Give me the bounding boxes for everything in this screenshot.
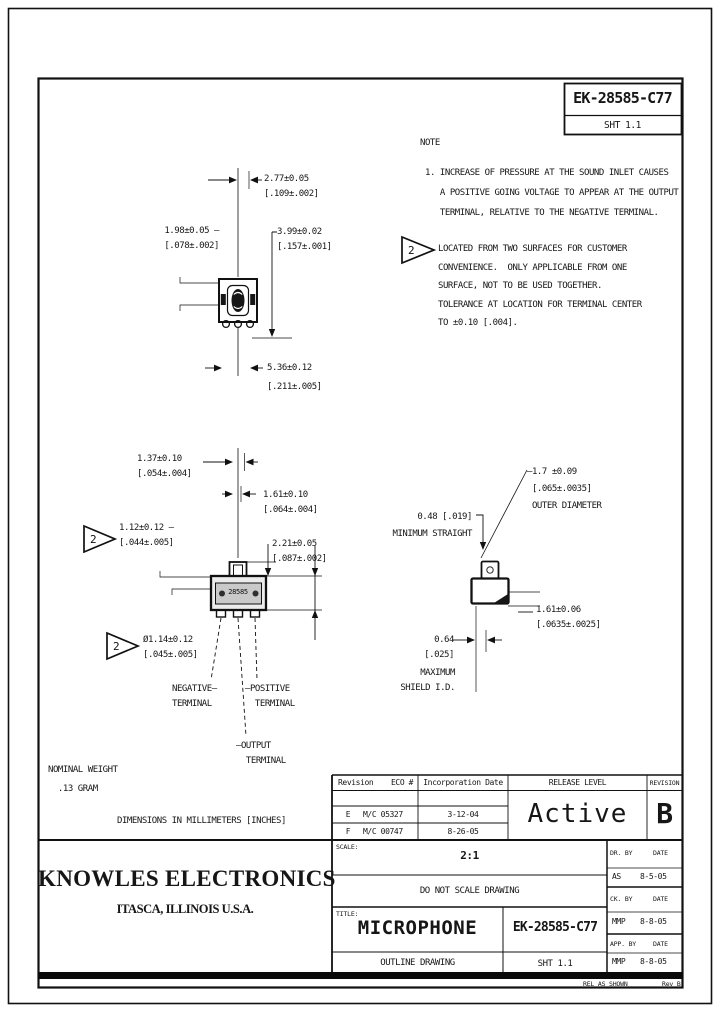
revision-row-letter: E [345, 810, 351, 819]
revision-row-date: 8-26-05 [447, 827, 479, 836]
checked-by-value: MMP [612, 917, 626, 926]
front-view-dimension-lines [159, 453, 322, 640]
positive-terminal-label: —POSITIVE TERMINAL [245, 684, 295, 709]
sheet-number: SHT 1.1 [604, 120, 641, 131]
date-label: DATE [653, 849, 668, 857]
company-location: ITASCA, ILLINOIS U.S.A. [116, 902, 254, 916]
front-flag-b-number: 2 [113, 640, 120, 653]
units-note: DIMENSIONS IN MILLIMETERS [INCHES] [117, 816, 286, 826]
revision-header: REVISION [649, 779, 680, 787]
release-level-header: RELEASE LEVEL [548, 778, 607, 787]
footer-revision: Rev B [662, 980, 681, 988]
drawing-subtitle: OUTLINE DRAWING [380, 958, 455, 968]
title-block-part-number: EK-28585-C77 [512, 920, 598, 935]
footer-note: REL AS SHOWN [583, 980, 628, 988]
approved-by-label: APP. BY [610, 940, 636, 948]
note-2: LOCATED FROM TWO SURFACES FOR CUSTOMER C… [438, 244, 642, 328]
negative-terminal-label: NEGATIVE— TERMINAL [172, 684, 217, 709]
notes-heading: NOTE [420, 138, 440, 148]
approved-by-value: MMP [612, 957, 626, 966]
date-label: DATE [653, 895, 668, 903]
approved-date-value: 8-8-05 [640, 957, 667, 966]
drawing-title: MICROPHONE [357, 917, 478, 939]
note2-flag-number: 2 [408, 244, 415, 257]
front-dim-terminal: 1.12±0.12 — [.044±.005] [119, 523, 174, 548]
front-dim-pitch: 1.61±0.10 [.064±.004] [263, 490, 318, 515]
drawing-number: EK-28585-C77 [573, 89, 673, 107]
top-dim-height: 3.99±0.02 [.157±.001] [277, 227, 332, 252]
output-terminal-label: —OUTPUT TERMINAL [236, 741, 286, 766]
title-block-grid [38, 839, 683, 979]
revision-eco-header: Revision ECO # [338, 778, 414, 787]
top-view-outline [179, 168, 258, 376]
top-dim-left: 1.98±0.05 — [.078±.002] [164, 226, 219, 251]
top-dim-bottom: 5.36±0.12 [.211±.005] [267, 363, 322, 392]
side-dim-outer-dia: —1.7 ±0.09 [.065±.0035] OUTER DIAMETER [527, 467, 602, 511]
front-view-outline [209, 448, 268, 737]
drawn-by-value: AS [612, 872, 621, 881]
checked-by-label: CK. BY [610, 895, 633, 903]
sheet-borders [7, 7, 713, 1005]
top-dim-width: 2.77±0.05 [.109±.002] [264, 174, 319, 199]
side-view-outline [470, 560, 510, 605]
front-dim-terminal-dia: Ø1.14±0.12 [.045±.005] [143, 635, 198, 660]
note-1: 1. INCREASE OF PRESSURE AT THE SOUND INL… [425, 168, 679, 218]
drawn-by-label: DR. BY [610, 849, 633, 857]
checked-date-value: 8-8-05 [640, 917, 667, 926]
scale-value: 2:1 [460, 849, 479, 862]
side-dim-height: 1.61±0.06 [.0635±.0025] [536, 605, 601, 630]
release-level-value: Active [527, 799, 628, 829]
scale-label: SCALE: [336, 843, 359, 851]
top-view-dimension-lines [205, 171, 292, 372]
revision-table-grid [331, 774, 682, 972]
company-name: KNOWLES ELECTRONICS [38, 866, 336, 891]
flag-triangles [83, 235, 437, 661]
side-dim-min-straight: 0.48 [.019] MINIMUM STRAIGHT [392, 512, 473, 539]
do-not-scale-warning: DO NOT SCALE DRAWING [419, 886, 520, 896]
revision-row-eco: M/C 00747 [363, 827, 403, 836]
revision-value: B [656, 797, 673, 830]
title-block-sheet: SHT 1.1 [537, 959, 573, 969]
incorporation-date-header: Incorporation Date [423, 778, 503, 787]
revision-row-eco: M/C 05327 [363, 810, 403, 819]
part-marking: 28585 [228, 588, 248, 596]
revision-row-letter: F [345, 827, 351, 836]
front-dim-nozzle: 2.21±0.05 [.087±.002] [272, 539, 327, 564]
side-dim-skirt: 0.64 [.025] [424, 635, 454, 660]
date-label: DATE [653, 940, 668, 948]
side-view-dimension-lines [452, 469, 540, 692]
revision-row-date: 3-12-04 [447, 810, 479, 819]
nominal-weight: NOMINAL WEIGHT .13 GRAM [48, 765, 118, 794]
front-dim-offset: 1.37±0.10 [.054±.004] [137, 454, 192, 479]
side-dim-skirt-label: MAXIMUM SHIELD I.D. [400, 668, 455, 693]
drawn-date-value: 8-5-05 [640, 872, 667, 881]
title-label: TITLE: [336, 910, 359, 918]
front-flag-a-number: 2 [90, 533, 97, 546]
